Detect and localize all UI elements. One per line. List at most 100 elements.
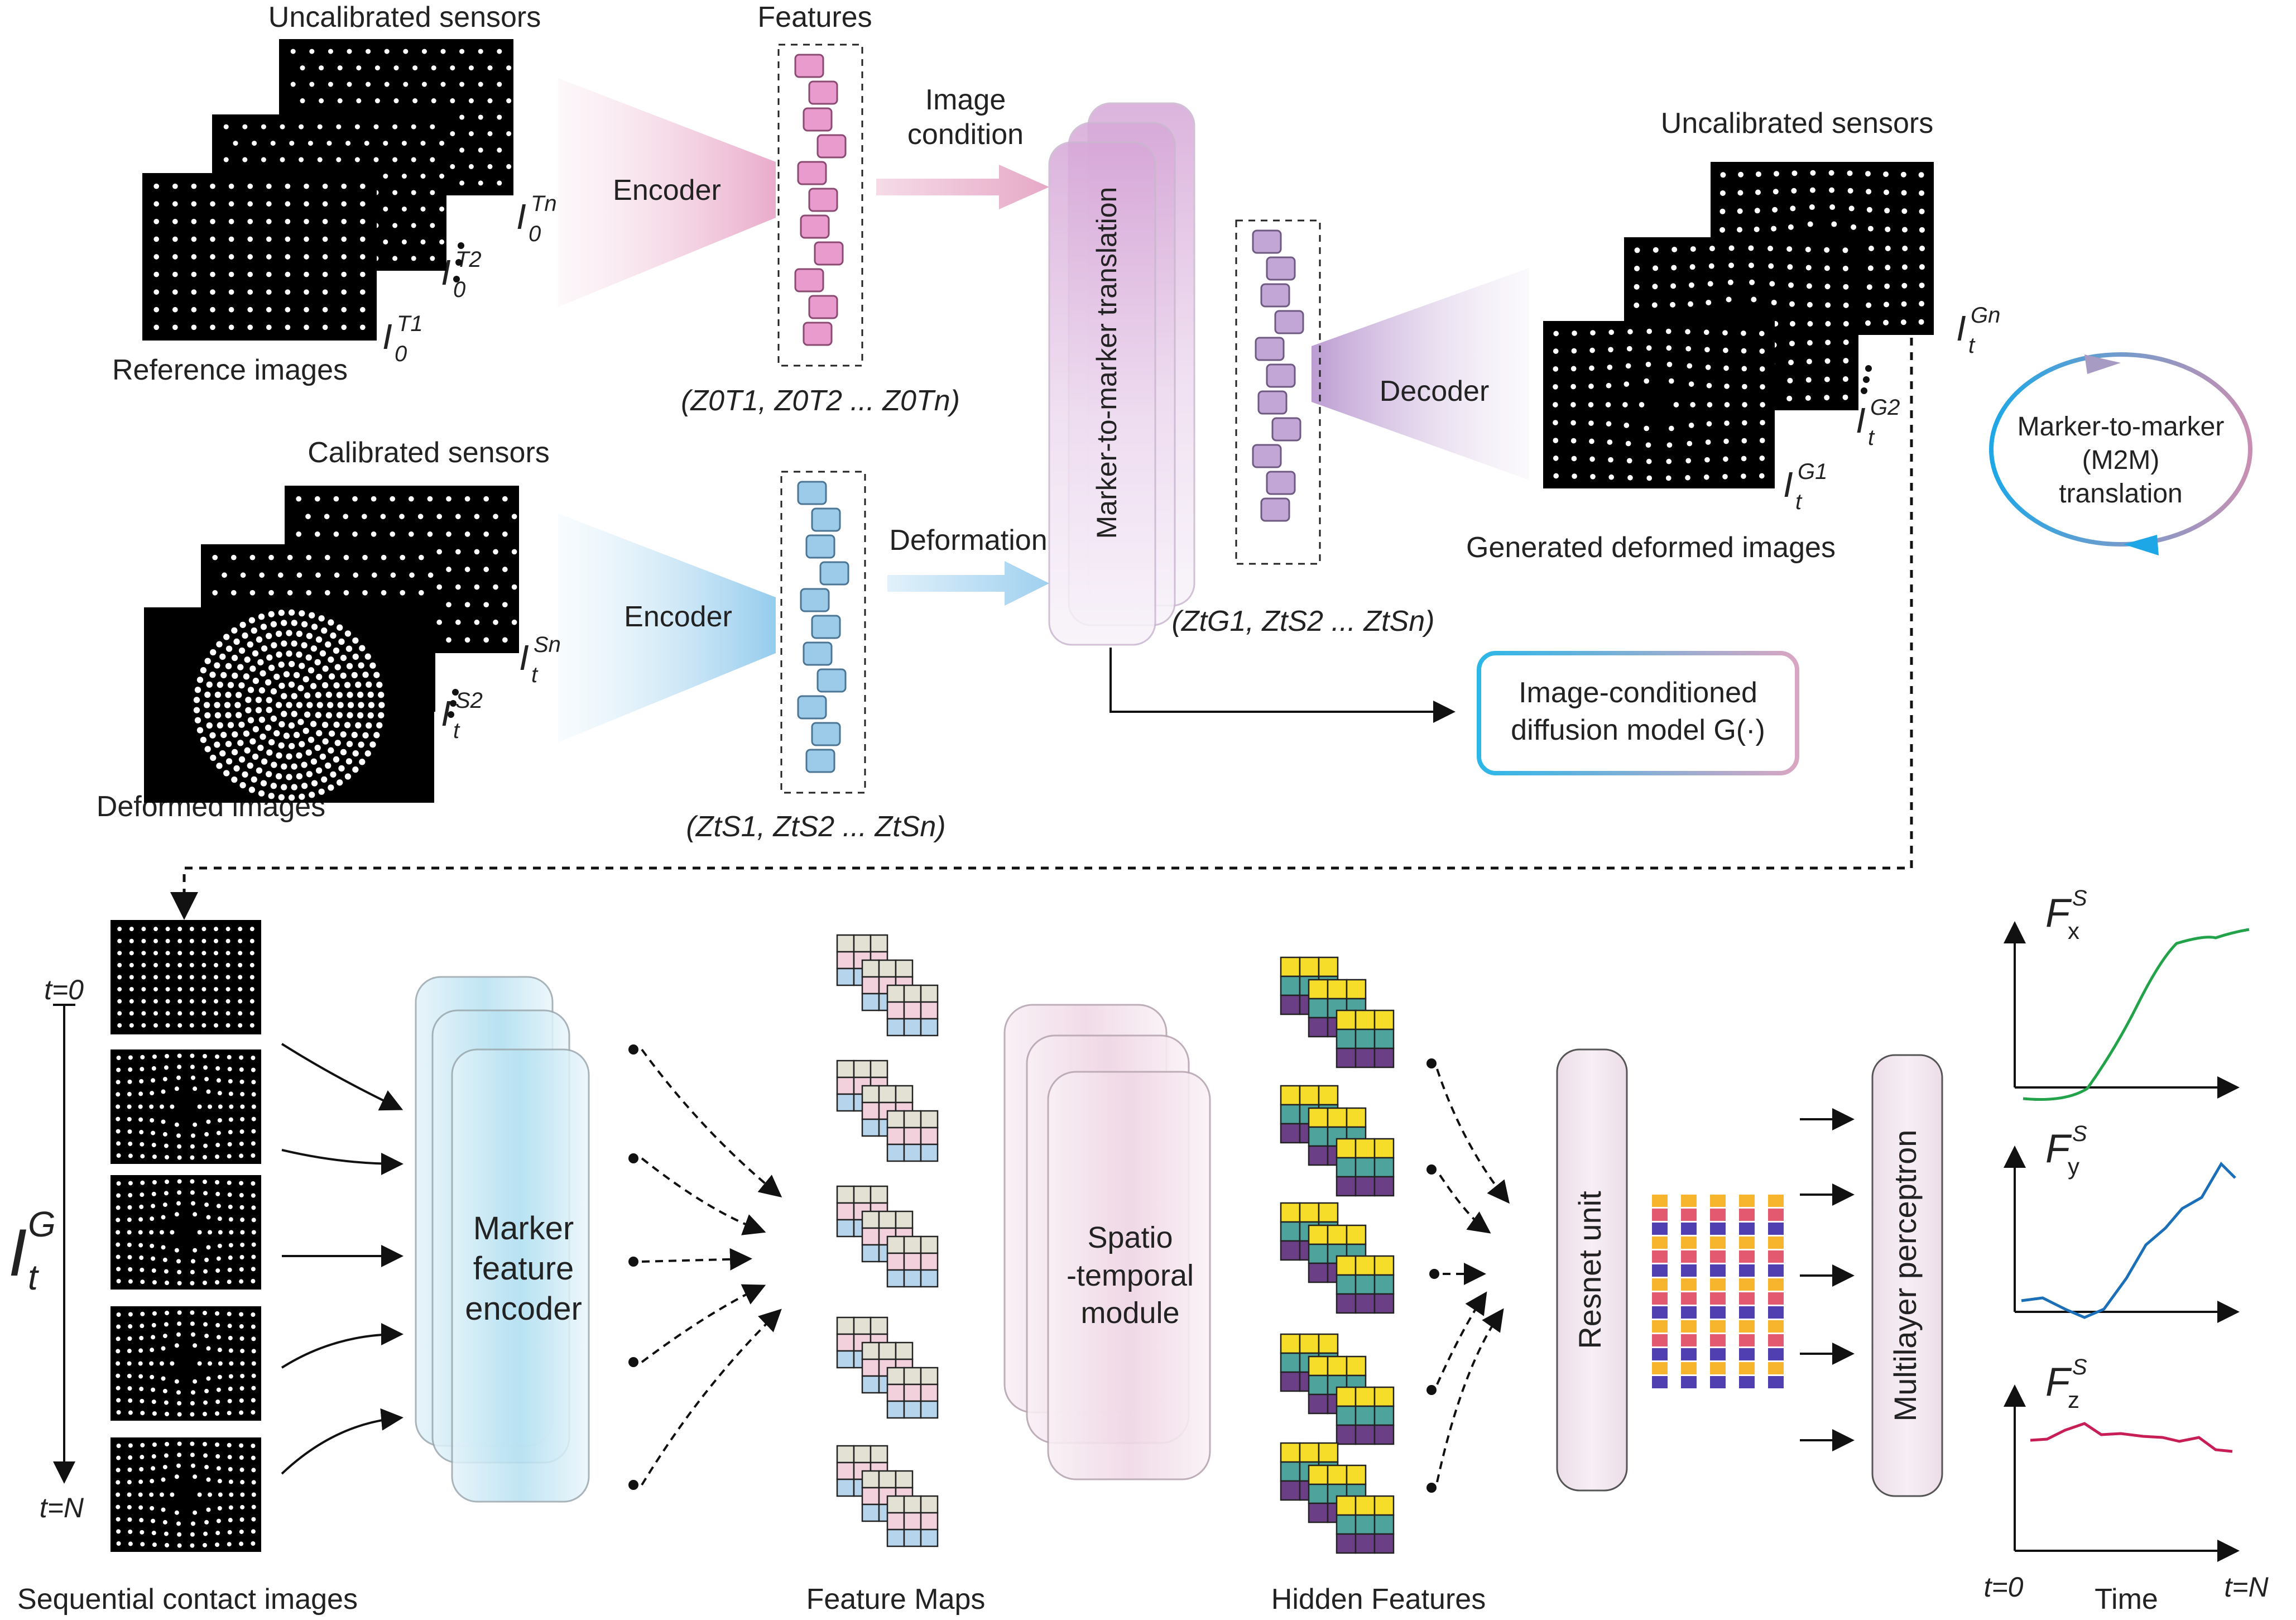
resnet-output-cell [1710, 1320, 1726, 1333]
resnet-output-cell [1681, 1306, 1697, 1319]
svg-text:t: t [1868, 425, 1875, 450]
enc-dash-2 [641, 1157, 766, 1235]
ellipsis-dot [1865, 365, 1872, 372]
resnet-output-cell [1768, 1292, 1784, 1305]
resnet-output-cell [1768, 1348, 1784, 1360]
m2m-cycle: Marker-to-marker (M2M) translation [1989, 352, 2252, 555]
resnet-output-cell [1681, 1362, 1697, 1374]
resnet-output-cell [1652, 1292, 1668, 1305]
resnet-output-cell [1652, 1236, 1668, 1249]
resnet-output-cell [1652, 1306, 1668, 1319]
resnet-output-cell [1652, 1278, 1668, 1291]
encoder-cone-bottom [558, 514, 776, 742]
resnet-output-cell [1710, 1223, 1726, 1235]
resnet-output-cell [1652, 1376, 1668, 1388]
uncalibrated-right-title: Uncalibrated sensors [1661, 107, 1933, 140]
feature-map-2-a [836, 1060, 888, 1112]
resnet-output-cell [1710, 1209, 1726, 1221]
svg-text:t: t [453, 718, 460, 743]
resnet-output-cell [1681, 1334, 1697, 1346]
resnet-output-cell [1739, 1264, 1755, 1277]
resnet-output-cell [1710, 1334, 1726, 1346]
feature-stacks [777, 44, 1321, 794]
resnet-output-cell [1739, 1362, 1755, 1374]
resnet-output-cell [1681, 1264, 1697, 1277]
svg-text:0: 0 [395, 342, 407, 366]
mlp-label: Multilayer perceptron [1887, 1130, 1923, 1422]
resnet-output-cell [1681, 1320, 1697, 1333]
time-tN-label: t=N [2224, 1571, 2269, 1603]
svg-text:F: F [2045, 1127, 2072, 1171]
source-dot [1426, 1164, 1437, 1175]
itg-label-g: G [28, 1204, 56, 1244]
image-condition-arrow [876, 165, 1049, 209]
resnet-output-cell [1681, 1236, 1697, 1249]
diffusion-model-box [1477, 651, 1799, 775]
diffusion-label-1: Image-conditioned [1519, 677, 1757, 709]
resnet-output-cell [1710, 1362, 1726, 1374]
resnet-output-cell [1768, 1195, 1784, 1207]
svg-text:T1: T1 [397, 311, 423, 336]
image-condition-2: condition [907, 118, 1024, 151]
hid-dash-2 [1439, 1174, 1491, 1234]
resnet-output-cell [1768, 1223, 1784, 1235]
deformation-label: Deformation [889, 524, 1047, 557]
svg-text:I: I [382, 317, 392, 357]
resnet-output-cell [1739, 1250, 1755, 1263]
svg-text:Tn: Tn [531, 191, 557, 216]
resnet-output-cell [1681, 1348, 1697, 1360]
dashed-connector [182, 338, 1913, 907]
force-z-axes [2004, 1384, 2240, 1562]
cycle-arrowhead-bottom [2124, 535, 2159, 555]
resnet-output-cell [1768, 1376, 1784, 1388]
svg-text:t: t [531, 663, 539, 687]
hidden-feature-3-c [1336, 1255, 1395, 1314]
force-z-line [2030, 1422, 2233, 1453]
svg-text:I: I [516, 196, 526, 237]
features-title: Features [757, 1, 872, 33]
resnet-output-cell [1739, 1348, 1755, 1360]
source-dot [1426, 1058, 1437, 1068]
resnet-output-cell [1681, 1292, 1697, 1305]
hid-dash-5 [1436, 1308, 1504, 1483]
svg-text:I: I [519, 638, 529, 678]
cycle-label-2: (M2M) [2082, 445, 2160, 475]
deformation-arrow [887, 561, 1049, 606]
feature-stack-reference [777, 44, 863, 367]
force-y-line [2021, 1161, 2236, 1319]
resnet-output-cell [1652, 1362, 1668, 1374]
sequential-label: Sequential contact images [17, 1583, 358, 1616]
resnet-output-cell [1710, 1250, 1726, 1263]
seq-arrow-1 [281, 1043, 404, 1111]
feature-map-1-c [886, 984, 939, 1037]
decoder-cone [1312, 268, 1529, 480]
resnet-output-cell [1652, 1348, 1668, 1360]
svg-text:Gn: Gn [1971, 303, 2000, 328]
timeline-tN: t=N [40, 1492, 84, 1523]
calibrated-sensors-title: Calibrated sensors [308, 437, 550, 469]
source-dot [628, 1480, 638, 1490]
itg-label-t: t [28, 1257, 39, 1297]
svg-text:F: F [2045, 1360, 2072, 1405]
svg-text:0: 0 [453, 277, 465, 302]
cycle-label-1: Marker-to-marker [2018, 412, 2225, 442]
feature-grids [836, 934, 1784, 1554]
resnet-output-cell [1652, 1223, 1668, 1235]
resnet-output-cell [1739, 1334, 1755, 1346]
itg-label: I [8, 1215, 27, 1290]
m2m-translation-block: Marker-to-marker translation [1048, 102, 1195, 646]
ellipsis-dot [455, 259, 462, 266]
encoder-top-label: Encoder [613, 174, 721, 207]
marker-encoder-label-3: encoder [465, 1291, 582, 1327]
hidden-feature-2-c [1336, 1138, 1395, 1197]
resnet-output-cell [1768, 1264, 1784, 1277]
generated-image-g1 [1543, 321, 1775, 488]
svg-text:z: z [2068, 1387, 2079, 1413]
